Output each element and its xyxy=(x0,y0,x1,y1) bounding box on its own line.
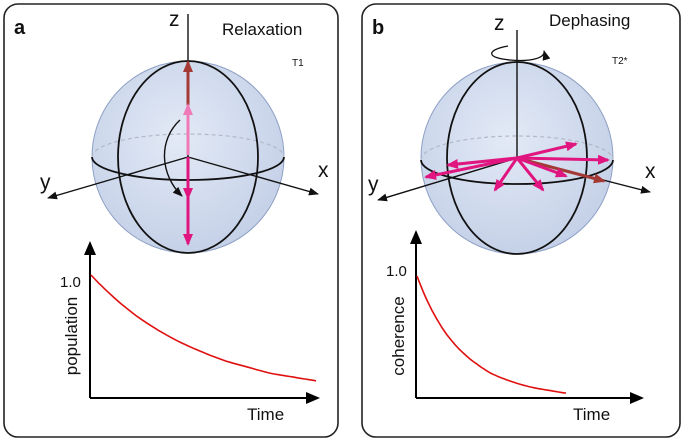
z-axis-label: z xyxy=(494,12,505,35)
y-tick-label: 1.0 xyxy=(60,274,81,291)
panel-letter: b xyxy=(372,17,384,39)
x-axis xyxy=(187,156,319,196)
panel-letter: a xyxy=(14,17,26,39)
panel-a-frame xyxy=(3,3,339,438)
panel-title: Relaxation xyxy=(222,20,302,39)
panel-subtitle: T1 xyxy=(292,58,304,69)
vector-dephased xyxy=(516,141,578,160)
panel-title: Dephasing xyxy=(549,11,630,30)
decay-plot-a: 1.0 population Time xyxy=(60,241,320,424)
bloch-sphere-b: z x y xyxy=(368,12,656,255)
y-tick-label: 1.0 xyxy=(386,263,407,280)
bloch-sphere-a: z x y xyxy=(40,8,329,254)
y-axis-label: y xyxy=(368,173,379,196)
relaxation-arc-arrow xyxy=(163,119,183,197)
panel-subtitle: T2* xyxy=(612,56,628,67)
y-axis xyxy=(377,157,518,202)
precession-arrow xyxy=(491,45,551,62)
decay-curve xyxy=(416,275,567,394)
panel-b-frame xyxy=(361,3,681,438)
vector-dephased xyxy=(446,156,518,169)
x-axis-title: Time xyxy=(573,405,610,424)
vector-dephased xyxy=(516,156,568,178)
z-axis-label: z xyxy=(169,8,180,31)
vector-dephased xyxy=(493,157,519,192)
equator-back xyxy=(91,133,285,158)
x-axis-title: Time xyxy=(247,405,284,424)
vector-dephased xyxy=(515,157,545,192)
decay-plot-b: 1.0 coherence Time xyxy=(386,230,644,424)
y-axis-label: y xyxy=(40,171,51,194)
panel-b: b Dephasing T2* z x y xyxy=(361,3,681,438)
y-axis-title: population xyxy=(62,297,81,375)
vector-dephased xyxy=(424,156,518,180)
vector-dephased xyxy=(516,154,610,165)
equator-back xyxy=(420,135,614,161)
panel-a: a Relaxation T1 z x y 1.0 xyxy=(3,3,339,438)
y-axis-title: coherence xyxy=(389,296,408,375)
x-axis-label: x xyxy=(645,160,656,183)
x-axis-label: x xyxy=(318,159,329,182)
decay-curve xyxy=(90,274,317,382)
